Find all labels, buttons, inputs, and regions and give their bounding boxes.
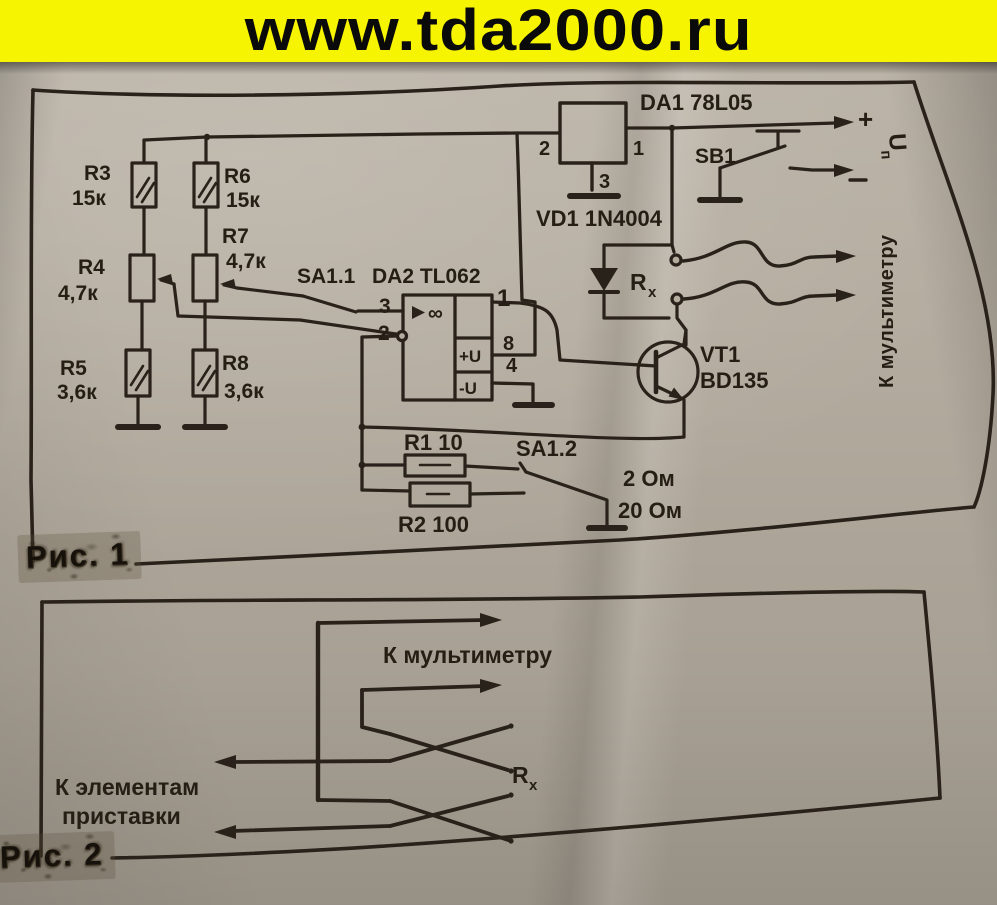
label-vd1: VD1 1N4004 — [536, 206, 663, 231]
junction-dot — [358, 461, 366, 469]
output-arrows — [834, 116, 854, 177]
label-fig2-attachment-2: приставки — [62, 803, 181, 829]
label-un-sub: п — [877, 150, 895, 160]
label-fig2-attachment-1: К элементам — [55, 774, 199, 800]
wire-top-rail — [143, 121, 838, 357]
label-r2: R2 100 — [398, 512, 469, 537]
fig1-frame — [29, 80, 996, 566]
banner-shadow — [0, 62, 997, 74]
ic-da1-78l05 — [558, 101, 628, 199]
label-sa12: SA1.2 — [516, 436, 577, 461]
label-da1: DA1 78L05 — [640, 90, 753, 115]
label-r8-value: 3,6к — [224, 380, 264, 403]
label-plus: + — [858, 104, 873, 134]
label-r7-value: 4,7к — [226, 250, 266, 273]
label-opamp-vminus: -U — [459, 379, 477, 398]
label-r8: R8 — [222, 352, 249, 375]
label-opamp-pin2: 2 — [378, 322, 390, 345]
label-r4: R4 — [78, 256, 105, 279]
label-fig2-to-multimeter: К мультиметру — [383, 642, 552, 668]
label-sb1: SB1 — [695, 145, 736, 168]
label-r5-value: 3,6к — [57, 381, 97, 404]
resistor-r2 — [360, 481, 526, 508]
label-un-main: U — [883, 133, 911, 152]
label-opamp-pin8: 8 — [503, 333, 514, 355]
label-r6-value: 15к — [226, 189, 260, 212]
site-banner: www.tda2000.ru — [0, 0, 997, 62]
label-vt1-part: BD135 — [700, 368, 768, 393]
multimeter-wires — [681, 240, 856, 306]
fig2-frame — [39, 589, 942, 860]
label-opamp-gain: ∞ — [428, 302, 443, 325]
resistor-r8 — [182, 348, 228, 430]
resistor-r3 — [130, 138, 158, 257]
label-da1-pin-gnd: 3 — [599, 171, 610, 193]
fig2-caption: Рис. 2 — [0, 830, 117, 884]
transistor-vt1 — [360, 328, 700, 441]
switch-sb1 — [697, 129, 838, 203]
fig1-caption: Рис. 1 — [17, 530, 143, 584]
label-to-multimeter-vertical: К мультиметру — [876, 234, 898, 388]
label-da2: DA2 TL062 — [372, 265, 481, 288]
label-rx-main: R — [630, 269, 647, 295]
label-r3-value: 15к — [72, 187, 106, 210]
fig2: К мультиметру К элементам приставки R x — [39, 589, 942, 860]
label-rx-sub: x — [648, 284, 657, 301]
label-da1-pin-right: 1 — [633, 138, 644, 160]
switch-sa12 — [518, 461, 628, 531]
label-fig2-rx-main: R — [512, 762, 529, 788]
label-opamp-vplus: +U — [459, 347, 481, 366]
label-r1: R1 10 — [404, 430, 463, 455]
label-un: U п — [877, 133, 911, 160]
site-url-text: www.tda2000.ru — [244, 0, 753, 63]
resistor-r5 — [115, 348, 161, 430]
resistor-r6 — [192, 135, 220, 257]
fig1: DA1 78L05 2 1 3 — [29, 80, 996, 566]
label-sa12-pos1: 2 Ом — [623, 466, 675, 491]
fig2-wiring — [214, 613, 514, 844]
label-sa12-pos2: 20 Ом — [618, 498, 682, 523]
label-sa11: SA1.1 — [297, 265, 356, 288]
label-r4-value: 4,7к — [58, 282, 98, 305]
trimmer-r4 — [128, 253, 398, 352]
ic-da2-opamp — [356, 293, 658, 492]
label-r3: R3 — [84, 162, 111, 185]
label-r7: R7 — [222, 225, 249, 248]
label-opamp-pin1: 1 — [497, 285, 510, 312]
label-vt1-ref: VT1 — [700, 342, 740, 367]
label-fig2-rx-sub: x — [529, 777, 538, 794]
label-r6: R6 — [224, 165, 251, 188]
label-opamp-pin3: 3 — [379, 295, 391, 318]
label-opamp-pin4: 4 — [506, 355, 518, 377]
resistor-r1 — [360, 453, 520, 478]
diode-vd1 — [588, 243, 688, 347]
label-da1-pin-left: 2 — [539, 138, 550, 160]
trimmer-r7 — [191, 253, 305, 352]
junction-dot — [358, 423, 366, 431]
paper-background — [0, 62, 997, 905]
junction-dot — [668, 124, 676, 132]
switch-sa11 — [301, 294, 358, 314]
label-r5: R5 — [60, 357, 87, 380]
